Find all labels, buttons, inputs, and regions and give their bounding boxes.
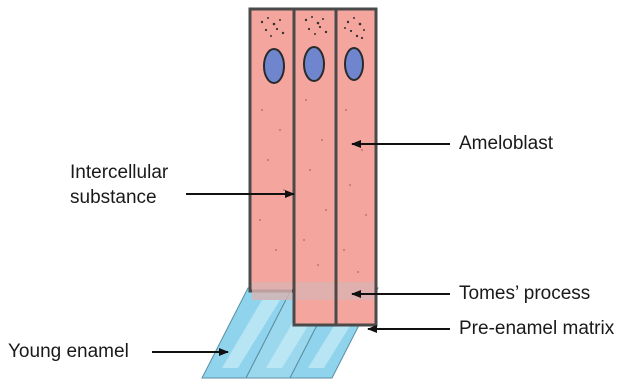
nucleus-1 <box>264 49 284 83</box>
label-tomes-process: Tomes’ process <box>459 283 590 305</box>
label-ameloblast: Ameloblast <box>459 133 553 155</box>
nucleus-2 <box>304 47 324 81</box>
label-intercellular-line1: Intercellular <box>70 162 168 184</box>
label-intercellular-line2: substance <box>70 187 157 209</box>
tomes-process-zone-2 <box>296 282 334 300</box>
label-young-enamel: Young enamel <box>8 341 129 363</box>
tomes-process-zone-3 <box>338 282 374 300</box>
label-pre-enamel-matrix: Pre-enamel matrix <box>459 318 614 340</box>
nucleus-3 <box>345 48 363 80</box>
ameloblast-cells <box>250 9 376 325</box>
tomes-process-zone-1 <box>252 282 292 300</box>
